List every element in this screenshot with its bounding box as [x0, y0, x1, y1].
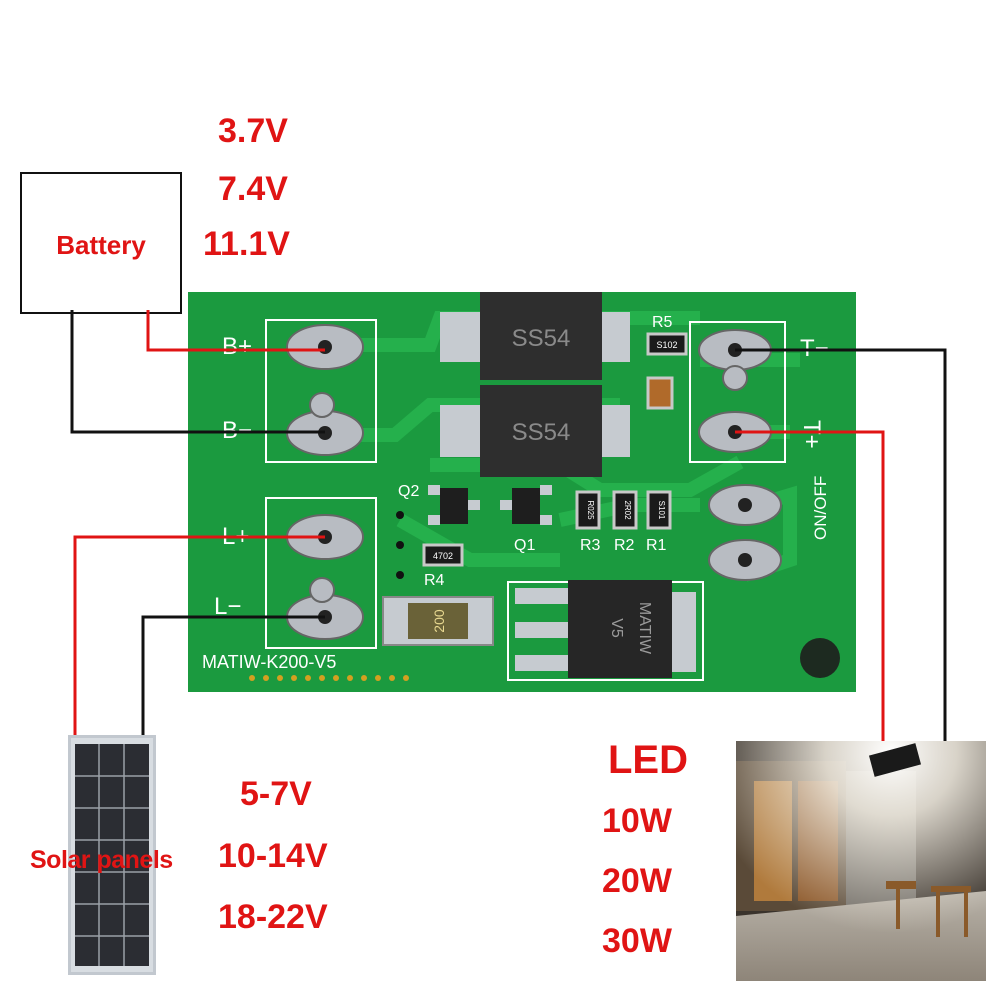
wire-led-minus [735, 348, 947, 745]
r3-code: R025 [586, 500, 595, 520]
wires [70, 310, 947, 745]
regulator-text-bottom: V5 [608, 618, 625, 638]
wire-led-plus [735, 430, 885, 745]
resistor-r5 [646, 332, 688, 356]
wire-solar-plus [73, 535, 325, 737]
solar-voltage-3: 18-22V [218, 898, 328, 936]
diode-top: SS54 [440, 292, 630, 380]
led-title: LED [608, 738, 688, 782]
label-on-off: ON/OFF [811, 476, 830, 540]
wire-solar-minus [141, 615, 325, 737]
resistor-r2: 2R02 [612, 490, 638, 530]
pad-switch-2 [708, 539, 782, 581]
solar-label: Solar panels [30, 846, 173, 874]
label-q1: Q1 [514, 537, 535, 554]
transistor-q1 [500, 485, 552, 525]
r2-code: 2R02 [623, 500, 632, 520]
label-b-plus: B+ [222, 333, 252, 360]
label-r4: R4 [424, 572, 445, 589]
resistor-r4 [422, 543, 464, 567]
shunt-resistor: 200 [382, 596, 494, 646]
battery-voltage-2: 7.4V [218, 170, 288, 208]
r5-code: S102 [656, 340, 677, 350]
header-pins [249, 675, 409, 681]
label-r1: R1 [646, 537, 667, 554]
label-r2: R2 [614, 537, 635, 554]
r1-code: S101 [657, 501, 666, 520]
led-wattage-3: 30W [602, 922, 672, 960]
diode-bottom: SS54 [440, 385, 630, 477]
battery-label: Battery [56, 230, 146, 260]
battery-voltage-3: 11.1V [203, 225, 290, 263]
label-r5: R5 [652, 314, 673, 331]
pad-b-plus [286, 324, 364, 370]
battery-voltage-1: 3.7V [218, 112, 288, 150]
capacitor [646, 376, 674, 410]
solar-cells [75, 744, 149, 966]
wire-battery-minus [70, 310, 325, 434]
solar-voltage-1: 5-7V [240, 775, 312, 813]
label-r3: R3 [580, 537, 601, 554]
pad-switch-1 [708, 484, 782, 526]
led-lamp-photo [736, 741, 986, 981]
transistor-q2 [428, 485, 480, 525]
shunt-code: 200 [431, 609, 447, 633]
voltage-regulator: MATIW V5 [515, 580, 696, 678]
r4-code: 4702 [433, 551, 453, 561]
diode-top-label: SS54 [512, 325, 571, 352]
battery-box: Battery [20, 172, 182, 314]
terminal-pads [286, 324, 840, 678]
wire-battery-plus [146, 310, 325, 352]
resistor-r1: S101 [646, 490, 672, 530]
resistor-r3: R025 [575, 490, 601, 530]
solar-panel-image [68, 735, 156, 975]
solar-voltage-2: 10-14V [218, 837, 328, 875]
mount-hole [800, 638, 840, 678]
diode-bottom-label: SS54 [512, 419, 571, 446]
label-t-plus: T+ [798, 420, 825, 449]
regulator-text-top: MATIW [636, 602, 653, 655]
board-model: MATIW-K200-V5 [202, 652, 336, 672]
led-wattage-1: 10W [602, 802, 672, 840]
vias [396, 511, 404, 579]
led-wattage-2: 20W [602, 862, 672, 900]
label-q2: Q2 [398, 483, 419, 500]
